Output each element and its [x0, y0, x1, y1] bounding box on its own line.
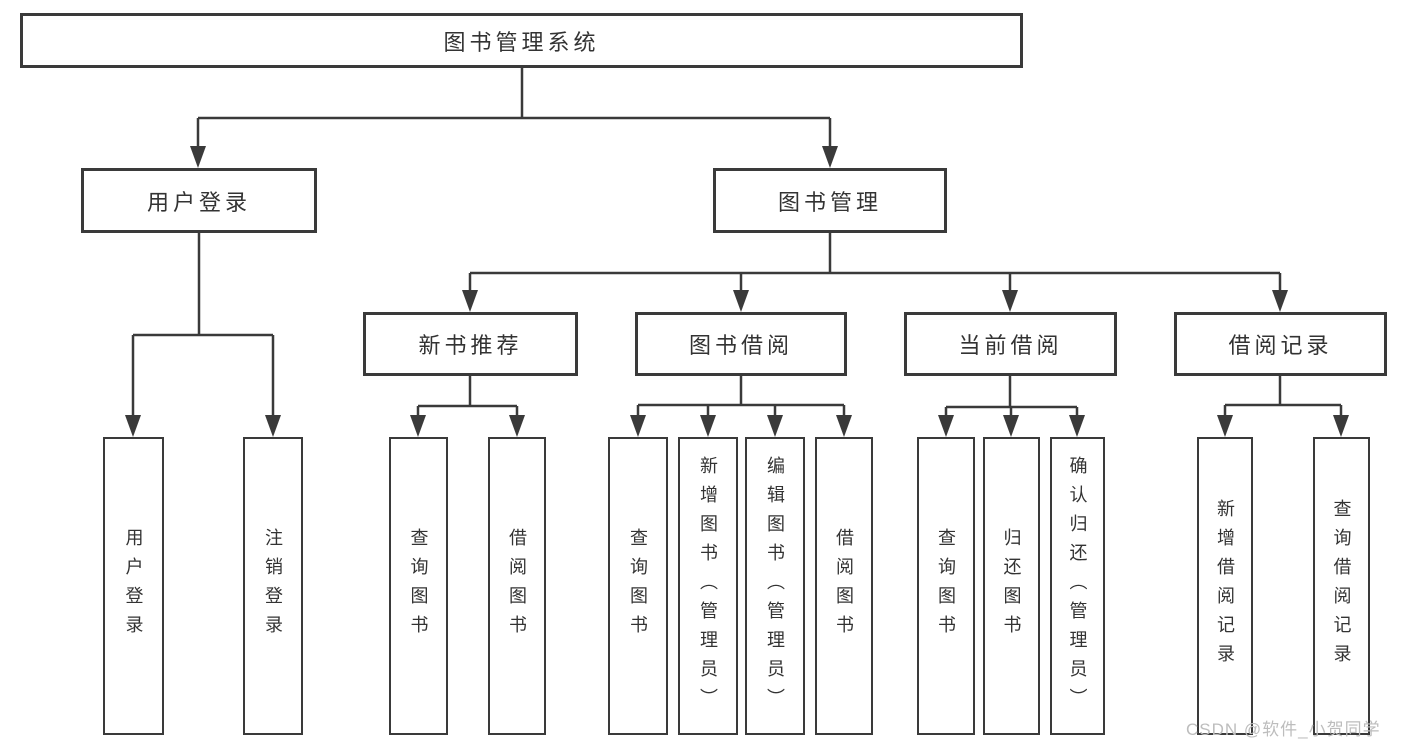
arrowhead: [1003, 415, 1019, 437]
tree-node-book-borrow: 图书借阅: [635, 312, 847, 376]
arrowhead: [509, 415, 525, 437]
arrowhead: [938, 415, 954, 437]
tree-leaf-edit-books-admin: 编辑图书（管理员）: [745, 437, 805, 735]
tree-leaf-confirm-return-admin: 确认归还（管理员）: [1050, 437, 1105, 735]
tree-leaf-label: 借阅图书: [834, 528, 854, 644]
arrowhead: [190, 146, 206, 168]
tree-node-new-book-recommend: 新书推荐: [363, 312, 578, 376]
arrowhead: [125, 415, 141, 437]
tree-leaf-borrow-books: 借阅图书: [815, 437, 873, 735]
arrowhead: [822, 146, 838, 168]
tree-leaf-query-books-borrow: 查询图书: [608, 437, 668, 735]
tree-node-book-management: 图书管理: [713, 168, 947, 233]
arrowhead: [1333, 415, 1349, 437]
tree-leaf-return-books: 归还图书: [983, 437, 1040, 735]
arrowhead: [630, 415, 646, 437]
arrowhead: [767, 415, 783, 437]
tree-leaf-query-books-current: 查询图书: [917, 437, 975, 735]
arrowhead: [1217, 415, 1233, 437]
tree-node-label: 借阅记录: [1228, 333, 1333, 358]
arrowhead: [733, 290, 749, 312]
tree-node-label: 图书管理系统: [443, 29, 600, 55]
tree-leaf-label: 借阅图书: [507, 528, 527, 644]
tree-leaf-label: 查询图书: [628, 528, 648, 644]
arrowhead: [462, 290, 478, 312]
tree-node-label: 图书管理: [777, 189, 882, 215]
tree-node-user-login: 用户登录: [81, 168, 317, 233]
arrowhead: [1069, 415, 1085, 437]
tree-leaf-label: 归还图书: [1001, 528, 1022, 644]
tree-leaf-label: 用户登录: [123, 528, 144, 644]
tree-leaf-label: 新增借阅记录: [1215, 499, 1235, 673]
tree-leaf-label: 注销登录: [263, 528, 283, 644]
arrowhead: [1002, 290, 1018, 312]
arrowhead: [1272, 290, 1288, 312]
tree-node-label: 图书借阅: [688, 333, 793, 358]
tree-node-label: 当前借阅: [958, 333, 1063, 358]
arrowhead: [410, 415, 426, 437]
tree-leaf-label: 新增图书（管理员）: [698, 455, 718, 717]
tree-leaf-borrow-books-recommend: 借阅图书: [488, 437, 546, 735]
tree-leaf-user-login: 用户登录: [103, 437, 164, 735]
arrowhead: [836, 415, 852, 437]
tree-leaf-add-borrow-record: 新增借阅记录: [1197, 437, 1253, 735]
tree-leaf-query-borrow-record: 查询借阅记录: [1313, 437, 1370, 735]
arrowhead: [700, 415, 716, 437]
arrowhead: [265, 415, 281, 437]
csdn-watermark: CSDN @软件_小贺同学: [1186, 720, 1381, 739]
tree-node-borrow-records: 借阅记录: [1174, 312, 1387, 376]
tree-leaf-label: 确认归还（管理员）: [1067, 455, 1088, 717]
tree-leaf-query-books-recommend: 查询图书: [389, 437, 448, 735]
tree-leaf-label: 查询借阅记录: [1331, 499, 1352, 673]
tree-leaf-label: 编辑图书（管理员）: [765, 455, 785, 717]
tree-node-current-borrow: 当前借阅: [904, 312, 1117, 376]
tree-node-root: 图书管理系统: [20, 13, 1023, 68]
tree-node-label: 新书推荐: [418, 333, 523, 358]
tree-node-label: 用户登录: [146, 189, 251, 215]
tree-leaf-add-books-admin: 新增图书（管理员）: [678, 437, 738, 735]
connector-path: [131, 68, 1343, 416]
tree-leaf-logout: 注销登录: [243, 437, 303, 735]
tree-leaf-label: 查询图书: [936, 528, 956, 644]
tree-leaf-label: 查询图书: [408, 528, 429, 644]
